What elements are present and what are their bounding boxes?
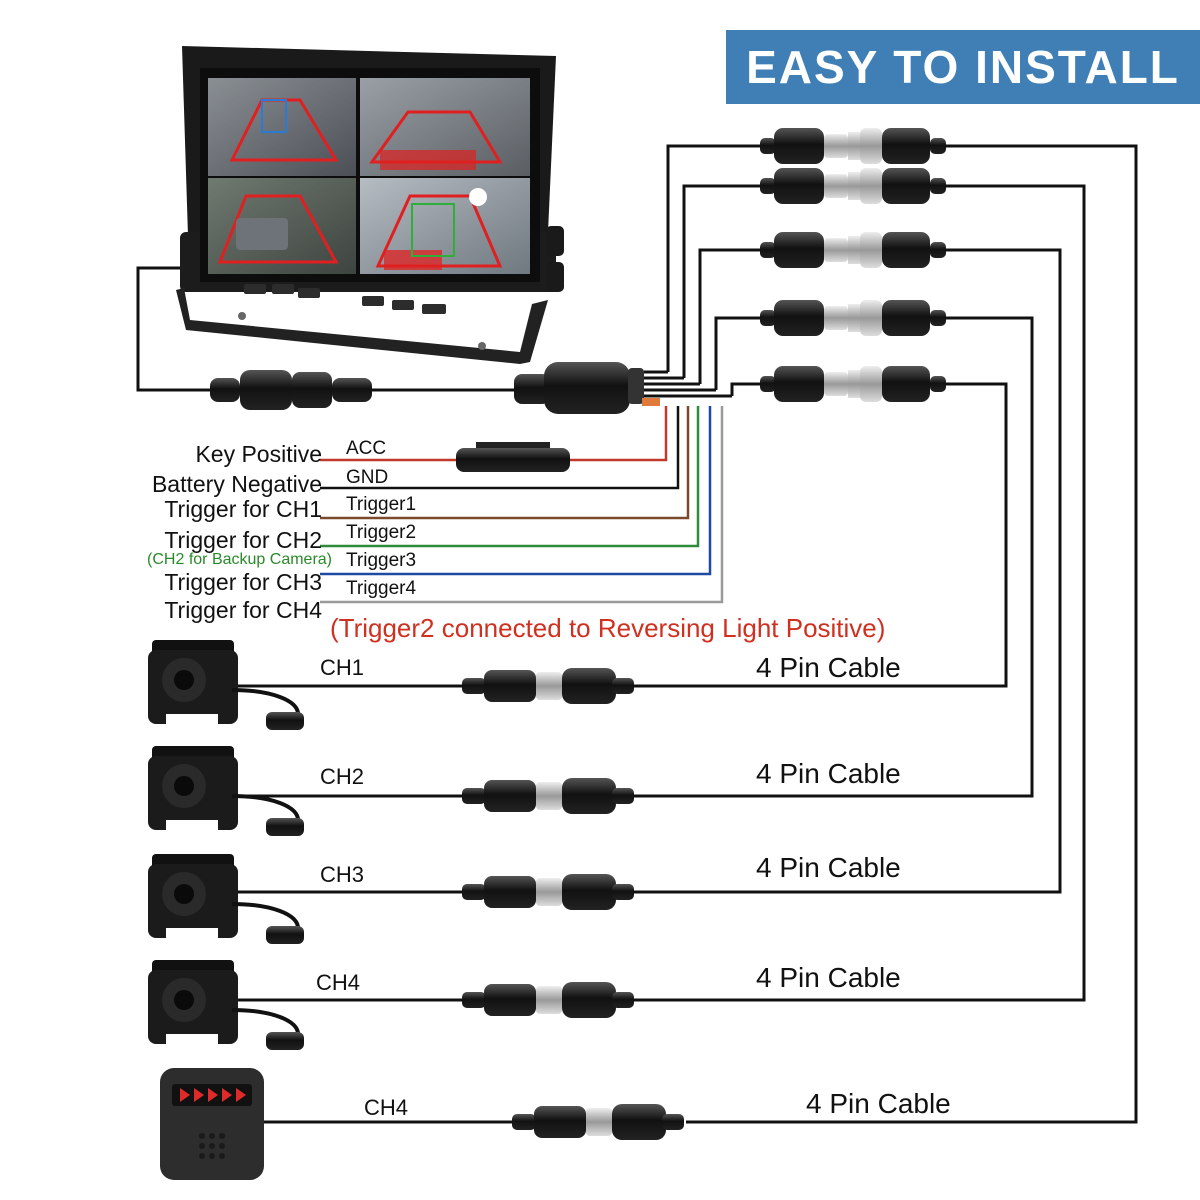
trigger1-wire	[320, 406, 690, 520]
wire-desc-trigger1: Trigger for CH1	[164, 496, 322, 522]
connector-pair	[760, 232, 946, 268]
menu-button[interactable]	[272, 284, 294, 294]
cable-label: 4 Pin Cable	[756, 962, 901, 993]
power-trigger-leads	[320, 406, 724, 604]
inline-connector	[462, 982, 634, 1018]
wire-tag-acc: ACC	[346, 438, 387, 459]
inline-connector	[462, 874, 634, 910]
wire-tag-trigger1: Trigger1	[346, 494, 417, 515]
reverse-alarm	[160, 1068, 512, 1180]
wire-tag-trigger3: Trigger3	[346, 550, 417, 571]
power-button[interactable]	[422, 304, 446, 314]
gnd-wire	[320, 406, 680, 490]
wire-desc-trigger4: Trigger for CH4	[164, 597, 322, 623]
bracket-knob	[546, 226, 564, 256]
camera-ch2	[148, 746, 462, 836]
monitor-buttons	[244, 284, 446, 314]
channel-label: CH4	[364, 1095, 409, 1120]
easy-to-install-banner: EASY TO INSTALL	[726, 30, 1200, 104]
channel-connectors	[462, 668, 684, 1140]
inline-connector	[462, 778, 634, 814]
car-shape	[236, 218, 288, 250]
trigger3-wire	[320, 406, 712, 576]
wire-desc-trigger3: Trigger for CH3	[164, 569, 322, 595]
trigger4-wire	[320, 406, 724, 604]
video-harness	[634, 144, 1138, 1124]
backup-camera-note: (CH2 for Backup Camera)	[147, 551, 332, 568]
camera-ch3	[148, 854, 462, 944]
connector-pair	[760, 168, 946, 204]
pedestrian-box	[411, 203, 455, 257]
wire-desc-acc: Key Positive	[195, 441, 322, 467]
down-button[interactable]	[298, 288, 320, 298]
acc-wire	[320, 406, 668, 462]
splitter-hub	[514, 362, 732, 414]
monitor	[176, 46, 564, 364]
monitor-screen	[208, 78, 530, 274]
wire-desc-trigger2: Trigger for CH2	[164, 527, 322, 553]
inline-connector	[512, 1104, 684, 1140]
speaker-grille-icon	[199, 1133, 225, 1159]
channel-label: CH3	[320, 862, 365, 887]
up-button[interactable]	[244, 284, 266, 294]
connector-pairs-top	[760, 128, 946, 402]
trigger2-note: (Trigger2 connected to Reversing Light P…	[330, 613, 886, 643]
bracket-knob	[546, 262, 564, 292]
connector-pair	[760, 300, 946, 336]
channel-label: CH1	[320, 655, 365, 680]
channel-label: CH4	[316, 970, 361, 995]
alarm-led-strip	[180, 1088, 246, 1102]
connector-pair	[760, 366, 946, 402]
fuse-holder	[456, 442, 570, 472]
wire-tag-gnd: GND	[346, 467, 389, 488]
monitor-bracket	[176, 288, 548, 364]
cable-label: 4 Pin Cable	[756, 852, 901, 883]
detection-zone	[229, 98, 339, 162]
sel-button[interactable]	[362, 296, 384, 306]
connector-pair	[760, 128, 946, 164]
warning-area	[380, 150, 476, 170]
cable-label: 4 Pin Cable	[806, 1088, 951, 1119]
camera-ch4	[148, 960, 462, 1050]
inline-connector	[462, 668, 634, 704]
channel-label: CH2	[320, 764, 365, 789]
cable-label: 4 Pin Cable	[756, 652, 901, 683]
wire-tag-trigger4: Trigger4	[346, 578, 417, 599]
wire-desc-gnd: Battery Negative	[151, 471, 322, 497]
camera-ch1	[148, 640, 462, 730]
trigger2-wire	[320, 406, 700, 548]
ch-button[interactable]	[392, 300, 414, 310]
cable-label: 4 Pin Cable	[756, 758, 901, 789]
detection-zone	[217, 194, 339, 264]
wire-tag-trigger2: Trigger2	[346, 522, 417, 543]
speed-sign-icon	[469, 188, 487, 206]
pedestrian-box	[261, 99, 287, 133]
monitor-cable	[136, 266, 520, 410]
